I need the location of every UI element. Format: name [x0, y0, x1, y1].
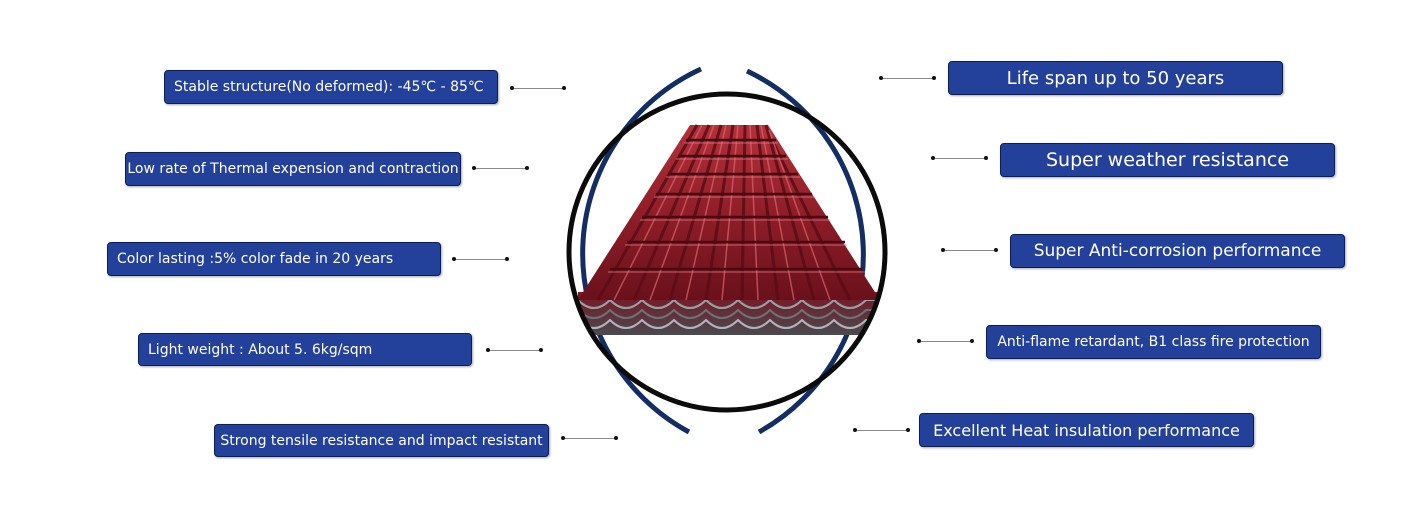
outer-ring-left-arc	[580, 66, 703, 435]
feature-label-weather-resistance: Super weather resistance	[1000, 143, 1335, 177]
feature-label-tensile-resistance: Strong tensile resistance and impact res…	[214, 424, 549, 457]
connector-line	[941, 248, 998, 252]
feature-label-thermal-expansion: Low rate of Thermal expension and contra…	[125, 152, 461, 186]
feature-label-stable-structure: Stable structure(No deformed): -45℃ - 85…	[164, 70, 498, 104]
roof-tile-image	[577, 124, 880, 335]
outer-ring-right-arc	[745, 68, 866, 435]
feature-label-anti-corrosion: Super Anti-corrosion performance	[1010, 234, 1345, 268]
feature-label-life-span: Life span up to 50 years	[948, 61, 1283, 95]
connector-line	[853, 428, 910, 432]
connector-line	[452, 257, 509, 261]
inner-ring	[566, 91, 888, 413]
connector-line	[510, 86, 566, 90]
feature-label-heat-insulation: Excellent Heat insulation performance	[919, 413, 1254, 447]
connector-line	[561, 436, 618, 440]
connector-line	[917, 339, 974, 343]
feature-label-color-lasting: Color lasting :5% color fade in 20 years	[107, 242, 441, 276]
connector-line	[879, 76, 936, 80]
feature-label-light-weight: Light weight : About 5. 6kg/sqm	[138, 333, 472, 366]
feature-label-anti-flame: Anti-flame retardant, B1 class fire prot…	[986, 325, 1321, 359]
connector-line	[472, 166, 529, 170]
connector-line	[931, 156, 988, 160]
connector-line	[486, 348, 543, 352]
